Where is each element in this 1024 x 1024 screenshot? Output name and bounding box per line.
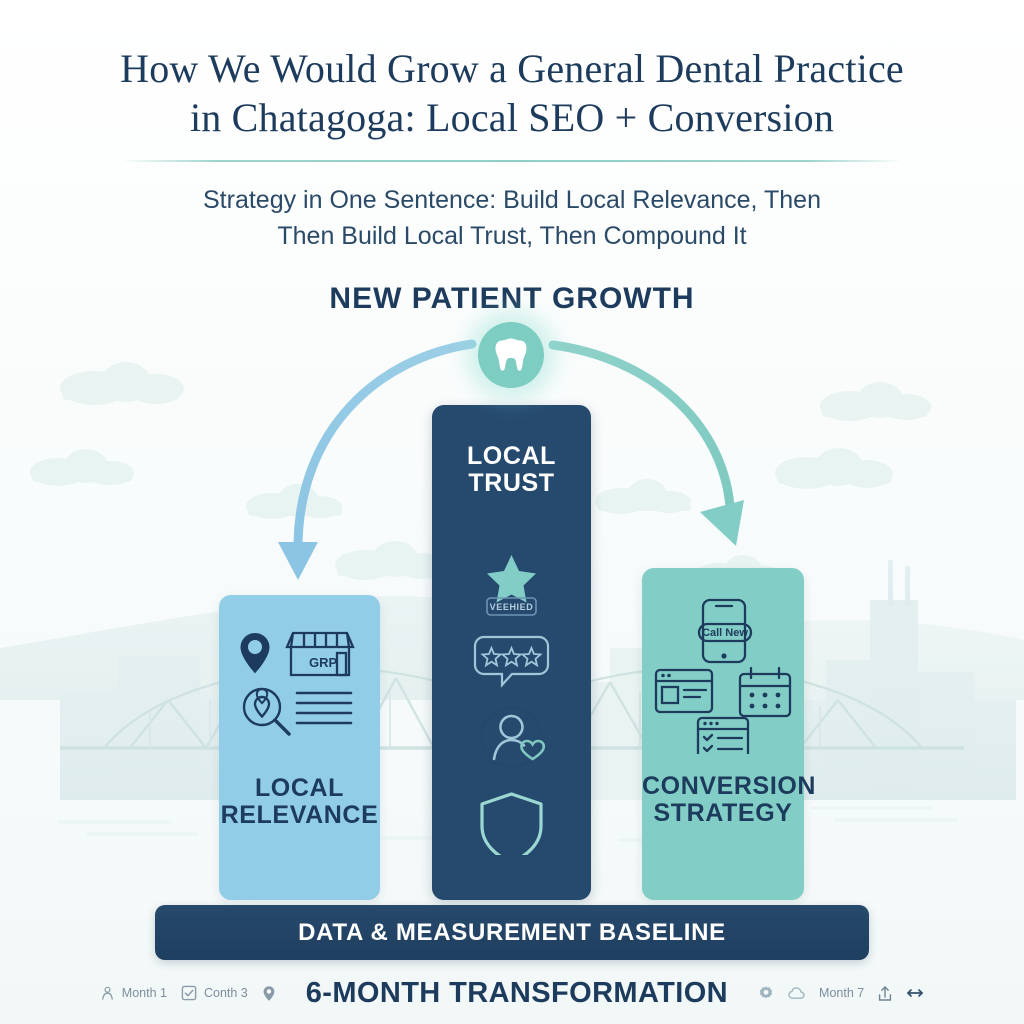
subtitle-line-1: Strategy in One Sentence: Build Local Re…	[203, 186, 821, 214]
list-lines-icon	[295, 691, 353, 725]
conversion-icon-group: Call New	[654, 598, 792, 754]
footer-label-month-3: Conth 3	[203, 986, 248, 1000]
footer-label-month-7: Month 7	[819, 986, 865, 1000]
footer-item-cloud[interactable]	[788, 986, 805, 1001]
footer-item-month-7[interactable]: Month 7	[819, 986, 864, 1000]
timeline-footer: Month 1 Conth 3 6-MONTH TRANSFORMATION	[0, 966, 1024, 1020]
magnifier-icon	[242, 687, 291, 736]
skyline-right	[784, 560, 1016, 800]
tooth-icon-badge	[478, 322, 544, 388]
pillar-local-relevance[interactable]: GRP LOCAL RELEVANCE	[219, 595, 380, 900]
footer-item-month-3[interactable]: Conth 3	[181, 985, 248, 1001]
new-patient-growth-label: NEW PATIENT GROWTH	[329, 282, 695, 315]
footer-item-upload[interactable]	[878, 985, 892, 1002]
title-line-2: in Chatagoga: Local SEO + Conversion	[189, 95, 835, 140]
pillar-local-relevance-title: LOCAL RELEVANCE	[219, 775, 380, 829]
subtitle-line-2: Then Build Local Trust, Then Compound It	[277, 222, 747, 250]
pillar-title-line-2: STRATEGY	[653, 799, 793, 827]
local-trust-icons: VEEHIED	[432, 545, 591, 855]
local-relevance-icon-group: GRP	[240, 631, 355, 736]
review-bubble-icon	[473, 635, 550, 688]
local-trust-icon-group: VEEHIED	[473, 555, 550, 855]
arc-left-arrowhead	[278, 542, 318, 580]
six-month-transformation-headline: 6-MONTH TRANSFORMATION	[305, 976, 729, 1009]
local-relevance-icons: GRP	[219, 619, 380, 739]
baseline-label: DATA & MEASUREMENT BASELINE	[298, 918, 726, 946]
shield-icon	[480, 792, 543, 855]
data-measurement-baseline-bar[interactable]: DATA & MEASUREMENT BASELINE	[155, 905, 869, 960]
footer-item-gear[interactable]	[758, 985, 774, 1001]
checkbox-icon	[181, 985, 197, 1001]
footer-item-resize[interactable]	[906, 987, 924, 999]
verified-badge-label: VEEHIED	[490, 602, 534, 612]
storefront-grp-label: GRP	[309, 655, 338, 670]
pillar-conversion-strategy[interactable]: Call New	[642, 568, 817, 900]
footer-item-month-1[interactable]: Month 1	[100, 986, 167, 1001]
subtitle: Strategy in One Sentence: Build Local Re…	[132, 182, 892, 254]
location-pin-icon	[263, 985, 275, 1001]
form-icon	[696, 716, 750, 754]
header-block: How We Would Grow a General Dental Pract…	[0, 0, 1024, 254]
tooth-icon	[495, 338, 527, 371]
cloud-icon	[788, 986, 805, 999]
pillar-local-trust[interactable]: LOCAL TRUST VEEHIED	[432, 405, 591, 900]
title-line-1: How We Would Grow a General Dental Pract…	[120, 46, 904, 91]
pillar-title-line-2: RELEVANCE	[220, 801, 379, 829]
person-heart-icon	[480, 705, 546, 769]
map-pin-icon	[240, 633, 270, 674]
pillar-title-line-1: LOCAL	[466, 442, 557, 470]
pillar-title-line-2: TRUST	[468, 469, 555, 497]
person-icon	[102, 986, 113, 1000]
conversion-strategy-icons: Call New	[642, 594, 804, 754]
pillar-title-line-1: LOCAL	[254, 774, 345, 802]
calendar-icon	[738, 666, 792, 718]
upload-icon	[879, 985, 892, 1001]
arc-right-arrowhead	[700, 500, 744, 546]
arrows-horizontal-icon	[907, 989, 924, 997]
browser-window-icon	[654, 668, 714, 714]
footer-item-location[interactable]	[262, 985, 276, 1002]
pillar-conversion-strategy-title: CONVERSION STRATEGY	[642, 772, 817, 827]
pillar-local-trust-title: LOCAL TRUST	[432, 443, 591, 497]
gear-icon	[759, 986, 773, 999]
footer-label-month-1: Month 1	[121, 986, 167, 1000]
title-divider	[122, 160, 902, 162]
pillar-title-line-1: CONVERSION	[642, 772, 817, 800]
page-title: How We Would Grow a General Dental Pract…	[0, 0, 1024, 142]
phone-call-now-label: Call New	[702, 627, 748, 639]
